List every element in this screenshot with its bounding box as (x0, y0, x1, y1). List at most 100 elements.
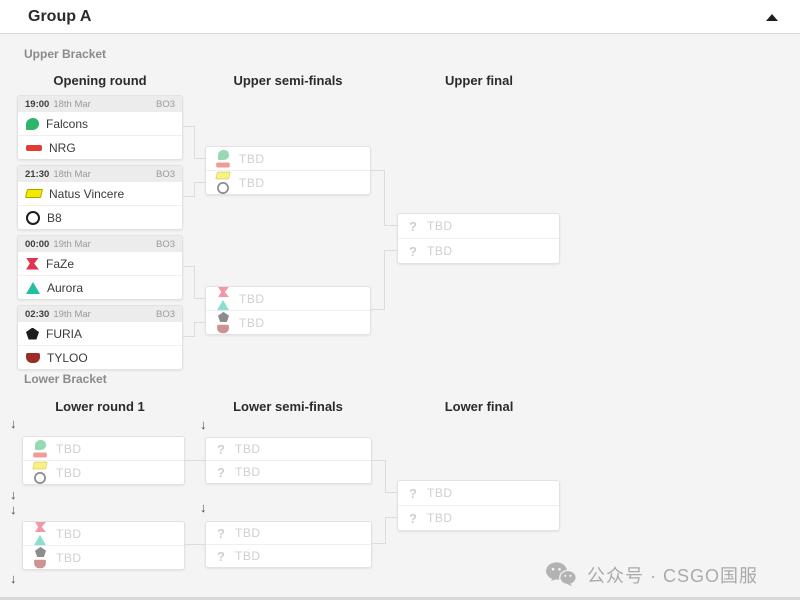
match-date: 18th Mar (53, 168, 91, 180)
team-name: FURIA (46, 326, 82, 341)
upper-semi-final-1[interactable]: TBD TBD (205, 146, 371, 195)
column-header-lower-round-1: Lower round 1 (55, 399, 145, 414)
team-name: NRG (49, 140, 76, 155)
tbd-label: TBD (235, 549, 261, 563)
tbd-label: TBD (427, 219, 453, 233)
tbd-label: TBD (427, 511, 453, 525)
team-row: Aurora (18, 275, 182, 299)
furia-logo-icon (217, 311, 229, 323)
lower-semi-final-2[interactable]: ? TBD ? TBD (205, 521, 372, 568)
team-row: NRG (18, 135, 182, 159)
lower-round1-match-1[interactable]: TBD TBD (22, 436, 185, 485)
drop-down-arrow-icon: ↓ (200, 417, 207, 432)
tbd-slot: TBD (23, 545, 184, 569)
match-navi-vs-b8[interactable]: 21:30 18th Mar BO3 Natus Vincere B8 (17, 165, 183, 230)
match-furia-vs-tyloo[interactable]: 02:30 19th Mar BO3 FURIA TYLOO (17, 305, 183, 370)
match-header: 21:30 18th Mar BO3 (18, 166, 182, 182)
unknown-team-icon: ? (409, 218, 417, 234)
tbd-label: TBD (239, 315, 265, 330)
tbd-slot: ? TBD (206, 522, 371, 544)
group-header-bar: Group A (0, 0, 800, 34)
unknown-team-icon: ? (217, 441, 225, 457)
bracket-connector (194, 182, 205, 183)
team-row: TYLOO (18, 345, 182, 369)
furia-logo-icon (26, 327, 39, 340)
lower-bracket-label: Lower Bracket (24, 372, 107, 386)
column-header-lower-final: Lower final (444, 399, 514, 414)
tyloo-logo-icon (217, 324, 229, 334)
unknown-team-icon: ? (409, 510, 417, 526)
lower-final[interactable]: ? TBD ? TBD (397, 480, 560, 531)
tbd-slot: ? TBD (206, 438, 371, 460)
drop-down-arrow-icon: ↓ (10, 571, 17, 586)
lower-semi-final-1[interactable]: ? TBD ? TBD (205, 437, 372, 484)
b8-logo-icon (217, 181, 229, 194)
unknown-team-icon: ? (217, 525, 225, 541)
bracket-connector (384, 225, 397, 226)
drop-down-arrow-icon: ↓ (10, 487, 17, 502)
match-time: 21:30 (25, 168, 50, 180)
falcons-logo-icon (217, 149, 229, 161)
bracket-connector (194, 158, 205, 159)
bracket-connector (372, 460, 386, 492)
unknown-team-icon: ? (217, 548, 225, 564)
bracket-connector (183, 322, 195, 337)
lower-round1-match-2[interactable]: TBD TBD (22, 521, 185, 570)
watermark-text: 公众号 · CSGO国服 (587, 565, 759, 586)
tbd-slot: TBD (23, 460, 184, 484)
match-format: BO3 (155, 308, 175, 320)
tbd-slot: ? TBD (206, 544, 371, 567)
natus-vincere-logo-icon (215, 171, 231, 179)
bracket-connector (183, 126, 195, 158)
bracket-connector (384, 250, 397, 251)
b8-logo-icon (26, 210, 40, 225)
unknown-team-icon: ? (409, 485, 417, 501)
group-title: Group A (28, 8, 92, 25)
collapse-caret-icon[interactable] (766, 14, 778, 21)
falcons-logo-icon (26, 117, 39, 130)
match-falcons-vs-nrg[interactable]: 19:00 18th Mar BO3 Falcons NRG (17, 95, 183, 160)
column-header-upper-semi-finals: Upper semi-finals (233, 73, 343, 88)
drop-down-arrow-icon: ↓ (200, 500, 207, 515)
column-header-opening-round: Opening round (53, 73, 147, 88)
bracket-connector (183, 266, 195, 298)
tbd-slot: ? TBD (398, 238, 559, 263)
bracket-connector (385, 492, 397, 493)
tbd-label: TBD (235, 442, 261, 456)
faze-logo-icon (34, 521, 46, 533)
match-format: BO3 (155, 238, 175, 250)
drop-down-arrow-icon: ↓ (10, 416, 17, 431)
team-name: FaZe (46, 256, 75, 271)
column-header-lower-semi-finals: Lower semi-finals (233, 399, 343, 414)
tbd-label: TBD (56, 465, 82, 480)
tbd-label: TBD (56, 526, 82, 541)
tbd-slot: TBD (23, 437, 184, 460)
faze-logo-icon (26, 257, 39, 270)
match-time: 19:00 (25, 98, 50, 110)
team-row: Falcons (18, 112, 182, 135)
tbd-label: TBD (427, 486, 453, 500)
natus-vincere-logo-icon (32, 461, 48, 469)
tbd-label: TBD (239, 151, 265, 166)
bracket-connector (185, 544, 205, 545)
tbd-slot: ? TBD (398, 481, 559, 505)
aurora-logo-icon (217, 299, 229, 311)
tbd-slot: TBD (206, 310, 370, 334)
tbd-label: TBD (239, 291, 265, 306)
tyloo-logo-icon (34, 559, 46, 569)
bracket-connector (183, 182, 195, 197)
team-row: B8 (18, 205, 182, 229)
match-faze-vs-aurora[interactable]: 00:00 19th Mar BO3 FaZe Aurora (17, 235, 183, 300)
tbd-slot: ? TBD (398, 505, 559, 530)
tbd-label: TBD (235, 526, 261, 540)
bottom-divider (0, 597, 800, 600)
unknown-team-icon: ? (409, 243, 417, 259)
drop-down-arrow-icon: ↓ (10, 502, 17, 517)
bracket-connector (385, 517, 397, 518)
bracket-connector (371, 250, 385, 310)
aurora-logo-icon (34, 534, 46, 546)
tbd-label: TBD (56, 550, 82, 565)
upper-semi-final-2[interactable]: TBD TBD (205, 286, 371, 335)
upper-final[interactable]: ? TBD ? TBD (397, 213, 560, 264)
tbd-slot: ? TBD (206, 460, 371, 483)
